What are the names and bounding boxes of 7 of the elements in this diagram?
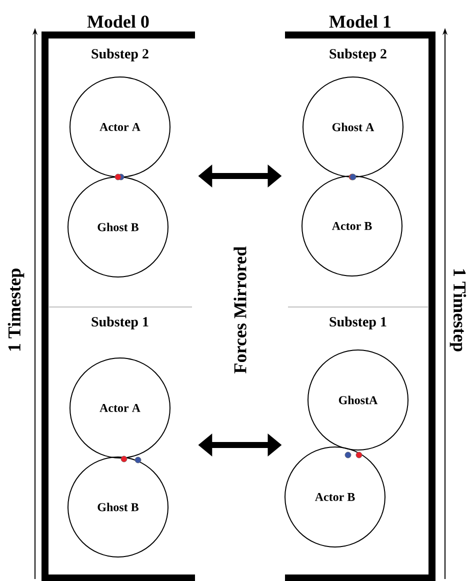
substep-heading: Substep 2 [330, 48, 386, 62]
substep-heading: Substep 1 [92, 316, 148, 330]
axis-label: 1 Timestep [450, 269, 466, 352]
substep-heading: Substep 1 [330, 316, 386, 330]
substep-heading: Substep 2 [92, 48, 148, 62]
axis-label: 1 Timestep [8, 268, 24, 351]
annotation: Forces Mirrored [234, 246, 246, 374]
